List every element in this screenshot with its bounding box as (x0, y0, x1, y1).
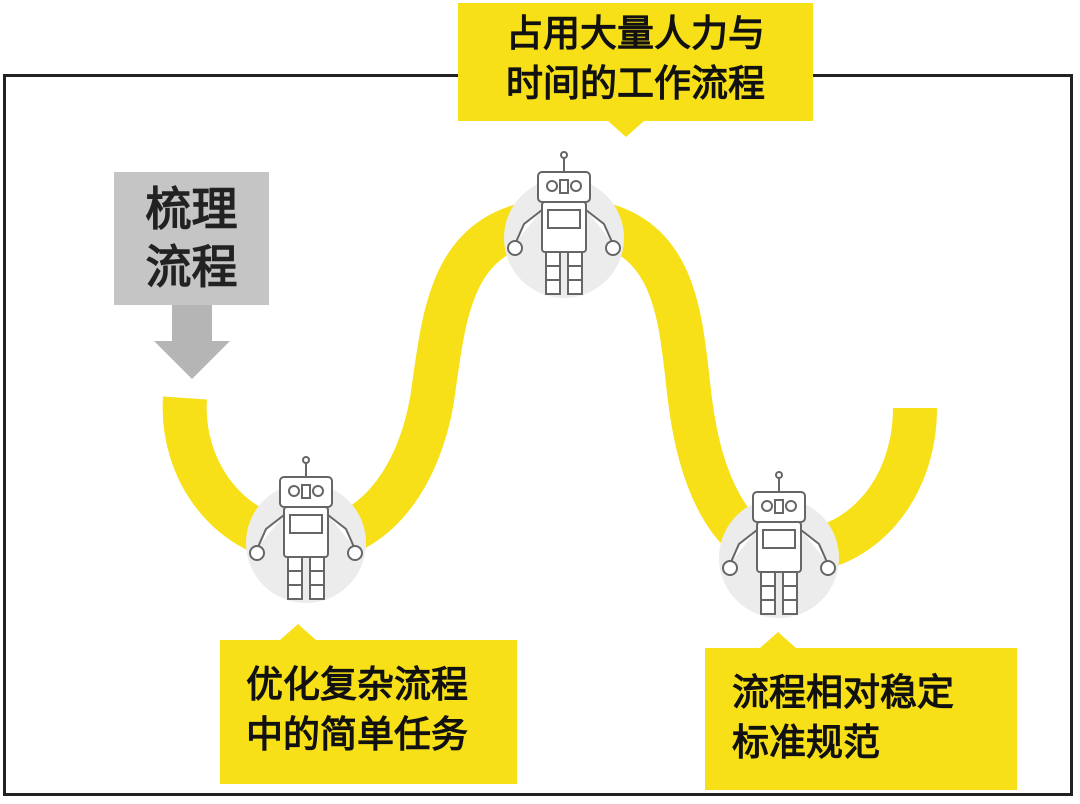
callout-right-line-1: 流程相对稳定 (732, 671, 954, 714)
callout-top-line-1: 占用大量人力与 (506, 12, 765, 55)
callout-right-line-2: 标准规范 (732, 721, 880, 764)
sort-process-label: 梳理 流程 (114, 172, 269, 305)
callout-left-line-1: 优化复杂流程 (246, 663, 468, 706)
label-line-1: 梳理 (145, 182, 238, 236)
callout-top-line-2: 时间的工作流程 (506, 62, 765, 105)
callout-labor-intensive: 占用大量人力与 时间的工作流程 (458, 3, 813, 137)
down-arrow-icon (154, 305, 230, 379)
robot-icon (504, 151, 624, 298)
callout-optimize-simple-tasks: 优化复杂流程 中的简单任务 (220, 624, 517, 784)
callout-stable-standard: 流程相对稳定 标准规范 (705, 632, 1017, 790)
robot-icon (719, 471, 839, 618)
label-line-2: 流程 (145, 240, 238, 294)
robot-icon (246, 456, 366, 603)
callout-left-line-2: 中的简单任务 (246, 713, 468, 756)
